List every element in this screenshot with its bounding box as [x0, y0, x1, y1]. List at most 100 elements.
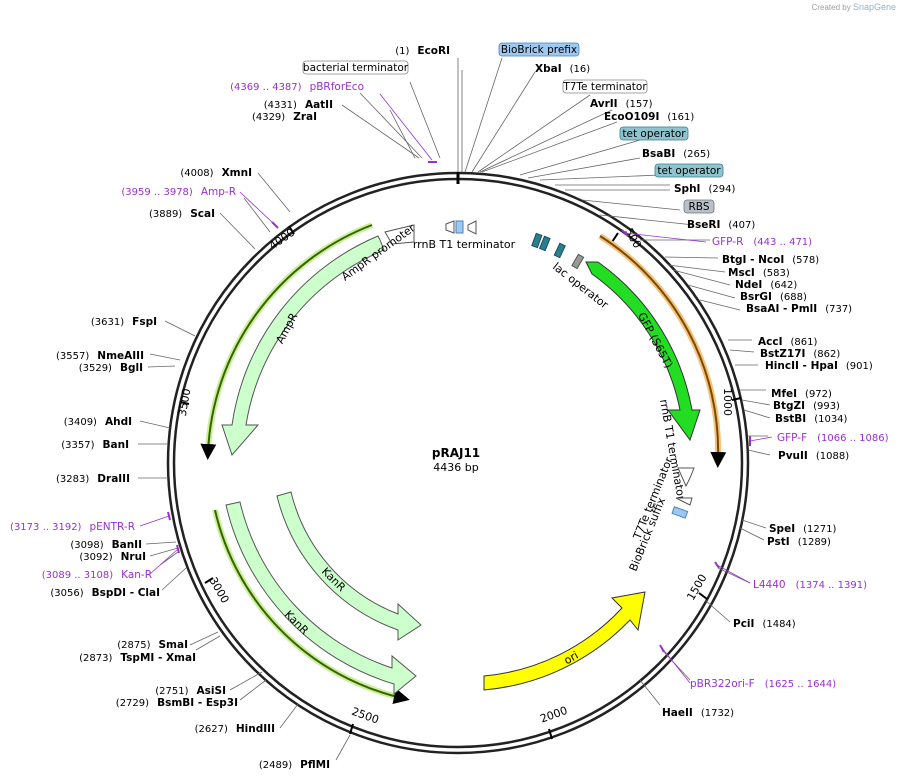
feature-box-tet-operator[interactable]: tet operator: [654, 163, 724, 178]
plasmid-length: 4436 bp: [433, 461, 478, 474]
plasmid-name: pRAJ11: [432, 446, 480, 460]
enzyme-site-bsabi[interactable]: BsaBI(265): [642, 148, 710, 160]
top-features: rrnB T1 terminator lac operator: [413, 220, 611, 312]
feature-box-biobrick-prefix[interactable]: BioBrick prefix: [498, 42, 580, 57]
enzyme-site-hincii-hpai[interactable]: HincII - HpaI(901): [765, 360, 873, 372]
kanr-outer-arrow: [225, 501, 417, 696]
feature-box-rbs[interactable]: RBS: [683, 199, 715, 214]
gfp-feature: GFP (S65T) rrnB T1 terminator T7Te termi…: [585, 233, 727, 573]
enzyme-site-bsmbi-esp3i[interactable]: (2729)BsmBI - Esp3I: [116, 697, 238, 709]
enzyme-labels: (1)EcoRIXbaI(16)AvrII(157)EcoO109I(161)B…: [50, 45, 872, 771]
tick-1500: 1500: [684, 572, 709, 603]
t7te-right-arrow: [675, 497, 693, 506]
svg-text:BioBrick prefix: BioBrick prefix: [501, 44, 577, 56]
biobrick-prefix-mark: [455, 220, 464, 234]
primer-amp-r[interactable]: (3959 .. 3978)Amp-R: [121, 186, 236, 198]
enzyme-site-bseri[interactable]: BseRI(407): [687, 219, 755, 231]
enzyme-site-ecoo109i[interactable]: EcoO109I(161): [604, 111, 694, 123]
enzyme-site-ecori[interactable]: (1)EcoRI: [395, 45, 450, 57]
lac-operator-mark: [553, 242, 566, 259]
enzyme-site-bstz17i[interactable]: BstZ17I(862): [760, 348, 840, 360]
tick-2500: 2500: [349, 705, 381, 735]
enzyme-site-zrai[interactable]: (4329)ZraI: [252, 111, 317, 123]
tick-label-1000: 1000: [721, 388, 734, 416]
tick-label-2000: 2000: [538, 704, 569, 726]
kanr-inner-arrow: [276, 491, 422, 641]
feature-box-tet-operator[interactable]: tet operator: [619, 126, 689, 141]
enzyme-site-bani[interactable]: (3357)BanI: [61, 439, 129, 451]
enzyme-site-fspi[interactable]: (3631)FspI: [91, 316, 157, 328]
enzyme-site-bsrgi[interactable]: BsrGI(688): [740, 291, 807, 303]
enzyme-site-bspdi-clai[interactable]: (3056)BspDI - ClaI: [50, 587, 160, 599]
enzyme-site-btgi-ncoi[interactable]: BtgI - NcoI(578): [722, 254, 819, 266]
enzyme-site-ndei[interactable]: NdeI(642): [735, 279, 797, 291]
enzyme-site-asisi[interactable]: (2751)AsiSI: [155, 685, 226, 697]
enzyme-site-xmni[interactable]: (4008)XmnI: [180, 167, 252, 179]
primer-l4440[interactable]: L4440(1374 .. 1391): [753, 579, 867, 591]
boxed-labels: BioBrick prefix bacterial terminatorT7Te …: [302, 42, 724, 214]
enzyme-site-acci[interactable]: AccI(861): [758, 336, 817, 348]
enzyme-site-pvuii[interactable]: PvuII(1088): [778, 450, 849, 462]
credit-prefix: Created by: [811, 3, 851, 12]
primer-leaders: [139, 93, 773, 684]
kanr-feature: KanR KanR: [212, 491, 422, 704]
enzyme-site-tspmi-xmai[interactable]: (2873)TspMI - XmaI: [79, 652, 196, 664]
primer-labels: (4369 .. 4387)pBRforEco (3959 .. 3978)Amp…: [10, 81, 889, 690]
enzyme-site-ahdi[interactable]: (3409)AhdI: [64, 416, 132, 428]
primer-gfp-r[interactable]: GFP-R(443 .. 471): [712, 236, 812, 248]
feature-box-bacterial-terminator[interactable]: bacterial terminator: [302, 60, 409, 75]
tick-4000: 4000: [267, 225, 297, 253]
enzyme-site-xbai[interactable]: XbaI(16): [535, 63, 590, 75]
rbs-mark: [571, 253, 585, 270]
primer-gfp-f[interactable]: GFP-F(1066 .. 1086): [777, 432, 889, 444]
enzyme-site-bsaai-pmli[interactable]: BsaAI - PmlI(737): [746, 303, 852, 315]
biobrick-suffix-mark: [671, 506, 689, 519]
snapgene-credit: Created by SnapGene: [812, 2, 896, 12]
tet-operator-mark-1: [531, 232, 543, 249]
primer-pentr-r[interactable]: (3173 .. 3192)pENTR-R: [10, 521, 135, 533]
enzyme-site-bstbi[interactable]: BstBI(1034): [775, 413, 848, 425]
svg-text:T7Te terminator: T7Te terminator: [562, 81, 647, 93]
tick-1000: 1000: [721, 388, 742, 416]
tick-3500: 3500: [176, 387, 194, 417]
ampr-feature: AmpR AmpR promoter: [200, 221, 418, 460]
enzyme-site-sphi[interactable]: SphI(294): [674, 183, 735, 195]
tick-label-3500: 3500: [176, 387, 194, 417]
enzyme-site-hindiii[interactable]: (2627)HindIII: [195, 723, 275, 735]
feature-box-t7te-terminator[interactable]: T7Te terminator: [562, 79, 648, 94]
enzyme-site-nmeaiii[interactable]: (3557)NmeAIII: [56, 350, 144, 362]
enzyme-site-banii[interactable]: (3098)BanII: [70, 539, 142, 551]
enzyme-site-mfei[interactable]: MfeI(972): [771, 388, 832, 400]
enzyme-site-psti[interactable]: PstI(1289): [767, 536, 831, 548]
rrnb-t1-label: rrnB T1 terminator: [413, 238, 516, 251]
enzyme-site-spei[interactable]: SpeI(1271): [769, 523, 836, 535]
enzyme-site-bgli[interactable]: (3529)BglI: [79, 362, 143, 374]
rrnb-t1-right-arrow: [677, 467, 695, 488]
enzyme-site-smai[interactable]: (2875)SmaI: [117, 639, 188, 651]
ori-arrow: [483, 591, 646, 691]
enzyme-site-pcii[interactable]: PciI(1484): [733, 618, 796, 630]
enzyme-site-scai[interactable]: (3889)ScaI: [149, 208, 215, 220]
enzyme-site-aatii[interactable]: (4331)AatII: [264, 99, 333, 111]
ori-label: ori: [562, 649, 581, 667]
svg-text:bacterial terminator: bacterial terminator: [303, 62, 409, 74]
t7te-mark: [467, 220, 477, 235]
enzyme-site-haeii[interactable]: HaeII(1732): [662, 707, 734, 719]
tet-operator-mark-2: [538, 235, 551, 252]
enzyme-site-btgzi[interactable]: BtgZI(993): [773, 400, 840, 412]
primer-kan-r[interactable]: (3089 .. 3108)Kan-R: [42, 569, 152, 581]
ampr-arrow: [221, 235, 385, 456]
svg-text:RBS: RBS: [689, 201, 710, 213]
enzyme-site-draiii[interactable]: (3283)DraIII: [56, 473, 130, 485]
enzyme-site-avrii[interactable]: AvrII(157): [590, 98, 653, 110]
tick-label-2500: 2500: [350, 705, 381, 727]
primer-pbrforeco[interactable]: (4369 .. 4387)pBRforEco: [230, 81, 364, 93]
svg-text:tet operator: tet operator: [657, 165, 721, 177]
primer-pbr322ori-f[interactable]: pBR322ori-F(1625 .. 1644): [690, 678, 836, 690]
credit-brand: SnapGene: [852, 2, 896, 12]
enzyme-site-pflmi[interactable]: (2489)PflMI: [259, 759, 330, 771]
ori-feature: ori: [483, 591, 646, 691]
enzyme-site-nrui[interactable]: (3092)NruI: [79, 551, 146, 563]
enzyme-site-msci[interactable]: MscI(583): [728, 267, 790, 279]
tick-label-4000: 4000: [267, 226, 297, 253]
